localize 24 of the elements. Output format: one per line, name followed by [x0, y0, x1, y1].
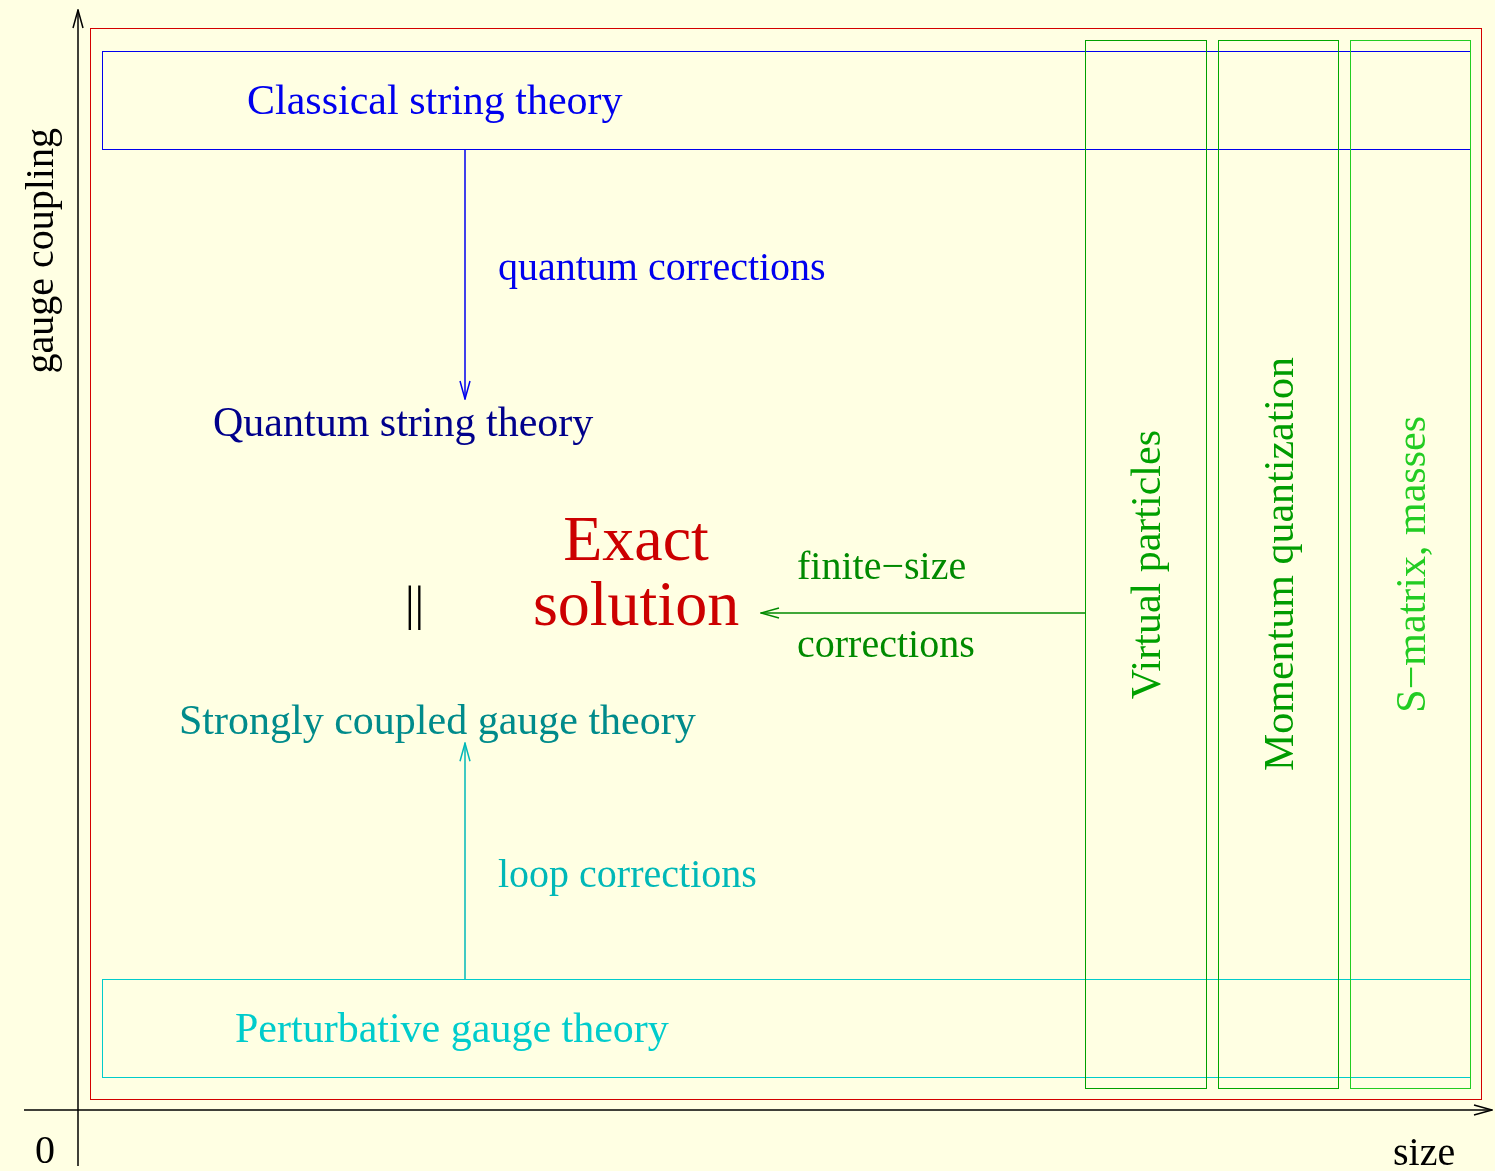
- theory-band: [102, 51, 1471, 150]
- theory-label: Strongly coupled gauge theory: [179, 697, 696, 744]
- effect-column: [1350, 40, 1471, 1089]
- axis-origin-label: 0: [35, 1128, 55, 1171]
- theory-label: Quantum string theory: [213, 399, 594, 446]
- edge-label: loop corrections: [498, 852, 757, 896]
- axis-title: gauge coupling: [20, 128, 60, 374]
- band-label: Classical string theory: [247, 77, 623, 124]
- result-label: Exact solution: [511, 506, 761, 637]
- theory-band: [102, 979, 1471, 1078]
- column-label: S−matrix, masses: [1389, 416, 1432, 713]
- arrow: [459, 742, 471, 980]
- arrow: [459, 149, 471, 400]
- column-label: Virtual particles: [1125, 429, 1167, 700]
- band-label: Perturbative gauge theory: [235, 1005, 669, 1052]
- equality-mark: ||: [405, 578, 425, 631]
- edge-label: quantum corrections: [498, 245, 826, 289]
- effect-column: [1085, 40, 1207, 1089]
- region-frame: [90, 28, 1482, 1100]
- column-label: Momentum quantization: [1257, 357, 1300, 772]
- axis-title: size: [1393, 1130, 1456, 1171]
- edge-label: finite−size corrections: [797, 542, 976, 668]
- arrow: [760, 607, 1086, 619]
- effect-column: [1218, 40, 1339, 1089]
